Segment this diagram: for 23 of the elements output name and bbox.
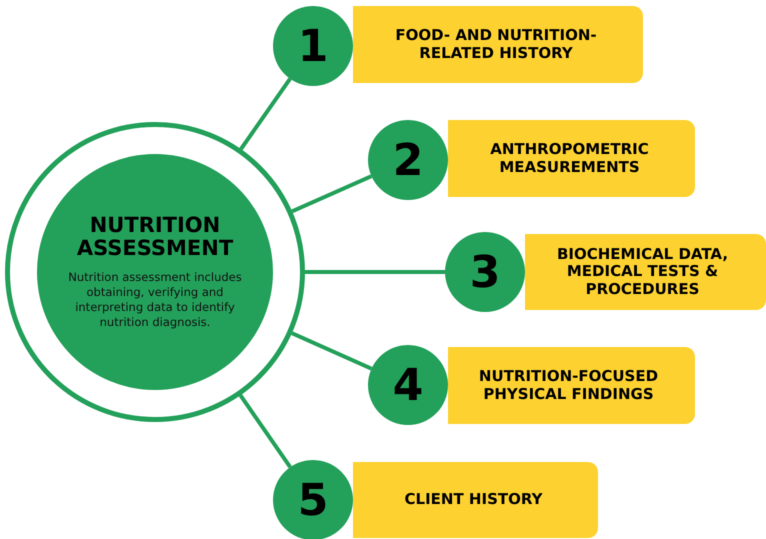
step-label: BIOCHEMICAL DATA, MEDICAL TESTS & PROCEDURES	[556, 246, 730, 298]
label-bar	[353, 6, 643, 83]
step-label: ANTHROPOMETRIC MEASUREMENTS	[489, 141, 650, 176]
step-label: FOOD- AND NUTRITION-RELATED HISTORY	[394, 27, 598, 62]
step-label: CLIENT HISTORY	[404, 491, 542, 509]
description: Nutrition assessment includes obtaining, verifying and interpreting data to identify nutrition diagnosis.	[68, 270, 242, 330]
step-number: 4	[392, 360, 424, 410]
connector-line	[291, 174, 372, 214]
connector-line	[291, 331, 372, 371]
connector-line	[239, 78, 292, 150]
heading: NUTRITION ASSESSMENT	[76, 214, 234, 260]
step-label: NUTRITION-FOCUSED PHYSICAL FINDINGS	[478, 368, 660, 403]
step-number: 3	[470, 246, 500, 298]
connector-line	[238, 394, 292, 468]
step-number: 2	[392, 134, 424, 186]
label-bar	[448, 347, 695, 424]
label-bar	[353, 462, 598, 538]
step-number: 1	[298, 20, 328, 72]
step-number: 5	[298, 474, 328, 526]
label-bar	[525, 234, 766, 310]
connector-line	[305, 270, 445, 274]
label-bar	[448, 120, 695, 197]
number-circle	[273, 460, 353, 539]
